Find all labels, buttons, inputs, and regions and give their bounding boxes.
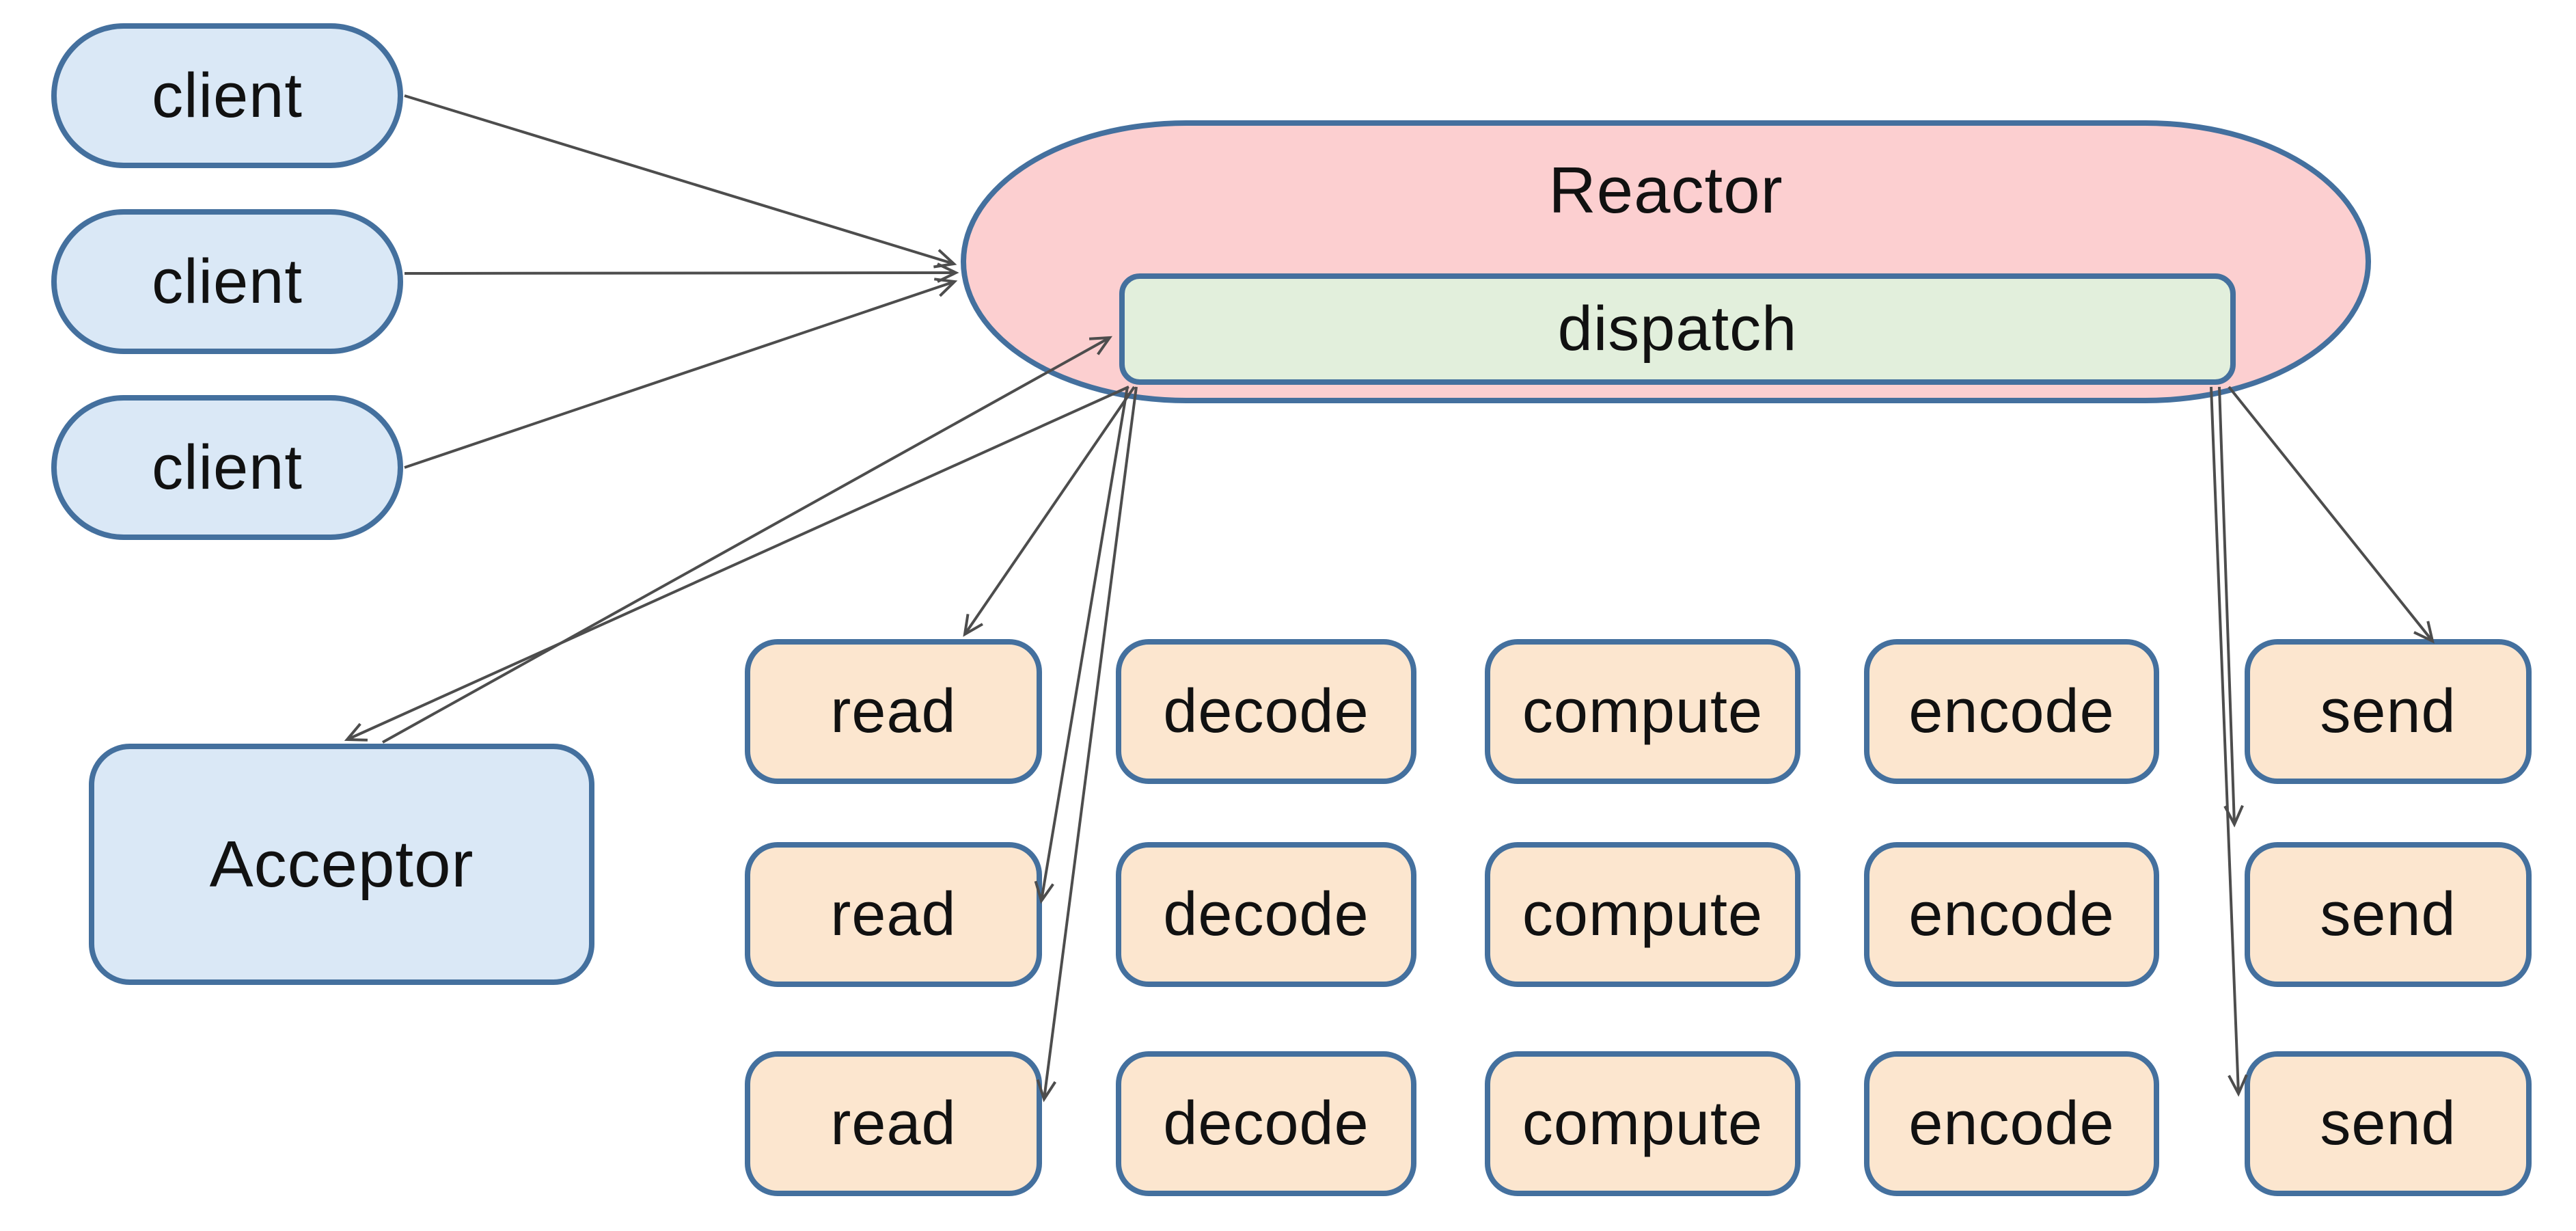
dispatch-node: dispatch (1119, 273, 2236, 385)
reactor-label: Reactor (1548, 154, 1783, 227)
stage-compute-row1: compute (1485, 639, 1800, 784)
arrow-dispatch-to-send1 (2228, 385, 2435, 644)
acceptor-label: Acceptor (209, 827, 474, 901)
stage-send-row2: send (2245, 842, 2532, 987)
dispatch-label: dispatch (1557, 294, 1798, 364)
stage-send-row3: send (2245, 1051, 2532, 1196)
stage-decode-row1: decode (1116, 639, 1416, 784)
client-node-3: client (51, 395, 403, 540)
arrow-dispatch-to-read1 (963, 385, 1136, 637)
arrow-dispatch-to-send3 (2210, 386, 2248, 1097)
client-label: client (152, 432, 303, 502)
stage-decode-row3: decode (1116, 1051, 1416, 1196)
client-node-1: client (51, 23, 403, 168)
stage-label: read (830, 880, 957, 949)
stage-send-row1: send (2245, 639, 2532, 784)
arrow-client3-to-reactor (404, 278, 958, 469)
client-label: client (152, 60, 303, 131)
stage-encode-row2: encode (1864, 842, 2159, 987)
stage-label: read (830, 1089, 957, 1158)
stage-compute-row2: compute (1485, 842, 1800, 987)
stage-label: send (2320, 880, 2456, 949)
client-label: client (152, 246, 303, 316)
arrow-dispatch-to-read2 (1034, 386, 1129, 904)
stage-encode-row3: encode (1864, 1051, 2159, 1196)
stage-label: send (2320, 1089, 2456, 1158)
stage-label: encode (1908, 677, 2115, 746)
stage-read-row3: read (745, 1051, 1042, 1196)
stage-decode-row2: decode (1116, 842, 1416, 987)
stage-label: compute (1522, 880, 1764, 949)
stage-label: read (830, 677, 957, 746)
stage-label: send (2320, 677, 2456, 746)
stage-label: decode (1163, 677, 1369, 746)
arrow-client1-to-reactor (404, 94, 957, 269)
stage-label: decode (1163, 880, 1369, 949)
stage-label: encode (1908, 1089, 2115, 1158)
stage-read-row2: read (745, 842, 1042, 987)
stage-compute-row3: compute (1485, 1051, 1800, 1196)
stage-label: compute (1522, 677, 1764, 746)
client-node-2: client (51, 209, 403, 354)
stage-label: encode (1908, 880, 2115, 949)
stage-encode-row1: encode (1864, 639, 2159, 784)
arrow-dispatch-to-send2 (2218, 386, 2244, 828)
acceptor-node: Acceptor (89, 744, 594, 985)
stage-read-row1: read (745, 639, 1042, 784)
stage-label: compute (1522, 1089, 1764, 1158)
stage-label: decode (1163, 1089, 1369, 1158)
